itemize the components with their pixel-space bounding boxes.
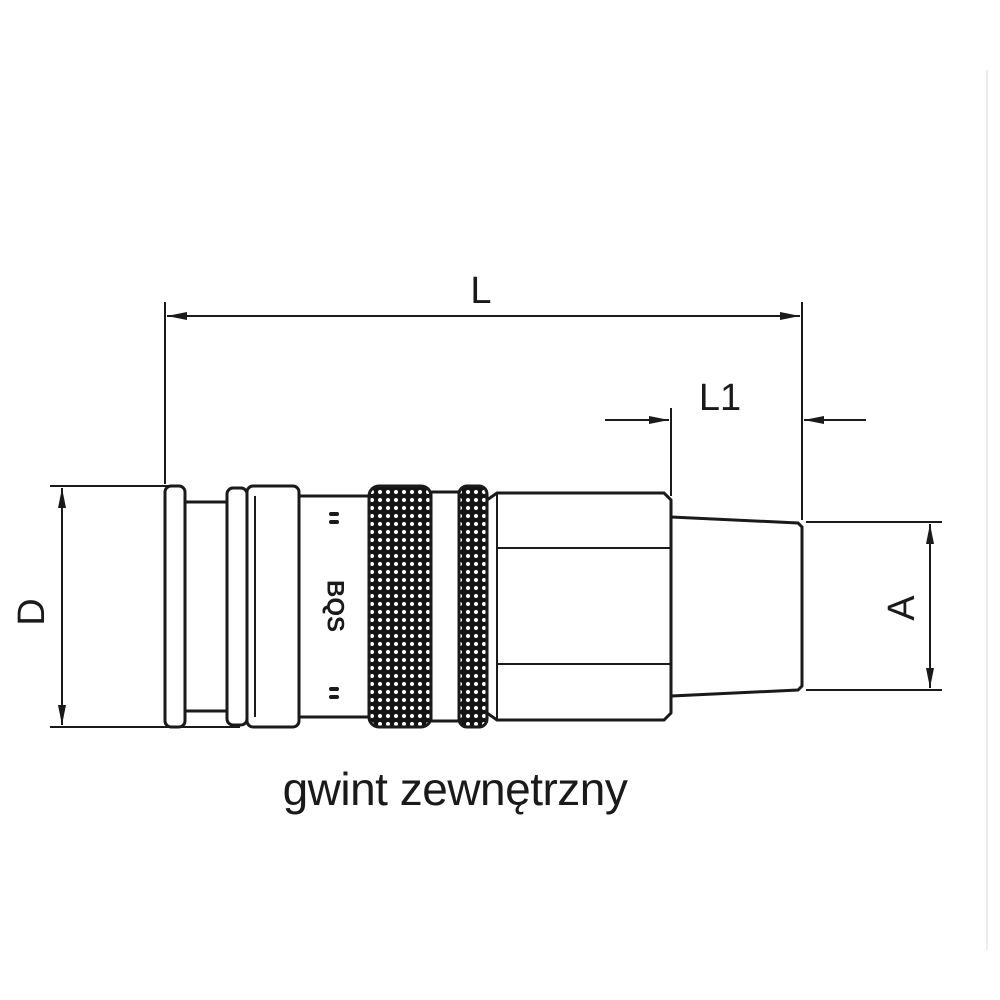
knurled-ring	[367, 484, 433, 729]
coupling-body	[163, 484, 804, 729]
ring-spacer	[429, 490, 461, 723]
front-groove	[183, 500, 229, 713]
label-D: D	[11, 598, 53, 625]
dimension-L	[164, 302, 803, 520]
label-L1: L1	[699, 377, 741, 419]
knurled-band	[457, 484, 489, 729]
body-marking: BQS	[322, 580, 349, 632]
dimension-A	[806, 521, 942, 691]
label-A: A	[881, 595, 923, 621]
front-collar	[163, 484, 187, 729]
neck-dash-marks	[329, 512, 339, 699]
second-collar	[225, 486, 249, 727]
marking-neck	[297, 494, 371, 719]
hex-body	[485, 491, 673, 722]
external-thread	[669, 515, 804, 698]
dimension-D	[50, 485, 240, 728]
caption: gwint zewnętrzny	[282, 763, 628, 815]
label-L: L	[470, 270, 491, 312]
dimension-L1	[605, 408, 866, 496]
page-edge-divider	[986, 70, 988, 950]
